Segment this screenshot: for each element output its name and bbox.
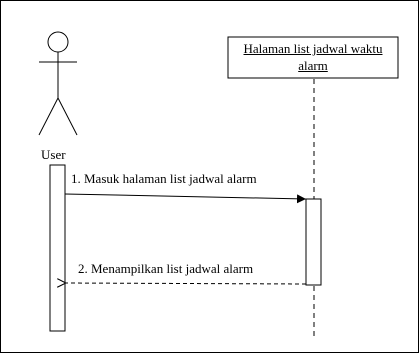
actor-activation-bar (49, 164, 66, 332)
object-box (227, 36, 399, 79)
actor-stick-figure (38, 31, 78, 136)
actor-right-leg (57, 97, 78, 136)
message-1-arrow (64, 193, 307, 204)
object-label: Halaman list jadwal waktu alarm (228, 40, 398, 74)
message-1-label: 1. Masuk halaman list jadwal alarm (71, 171, 257, 186)
object-activation-bar (305, 198, 322, 286)
actor-left-leg (38, 97, 59, 136)
message-2-arrow (65, 283, 307, 284)
actor-head (47, 31, 69, 53)
object-label-line1: Halaman list jadwal waktu (243, 41, 383, 56)
object-label-line2: alarm (298, 58, 328, 73)
actor-label: User (41, 147, 66, 162)
message-2-label: 2. Menampilkan list jadwal alarm (78, 261, 254, 276)
